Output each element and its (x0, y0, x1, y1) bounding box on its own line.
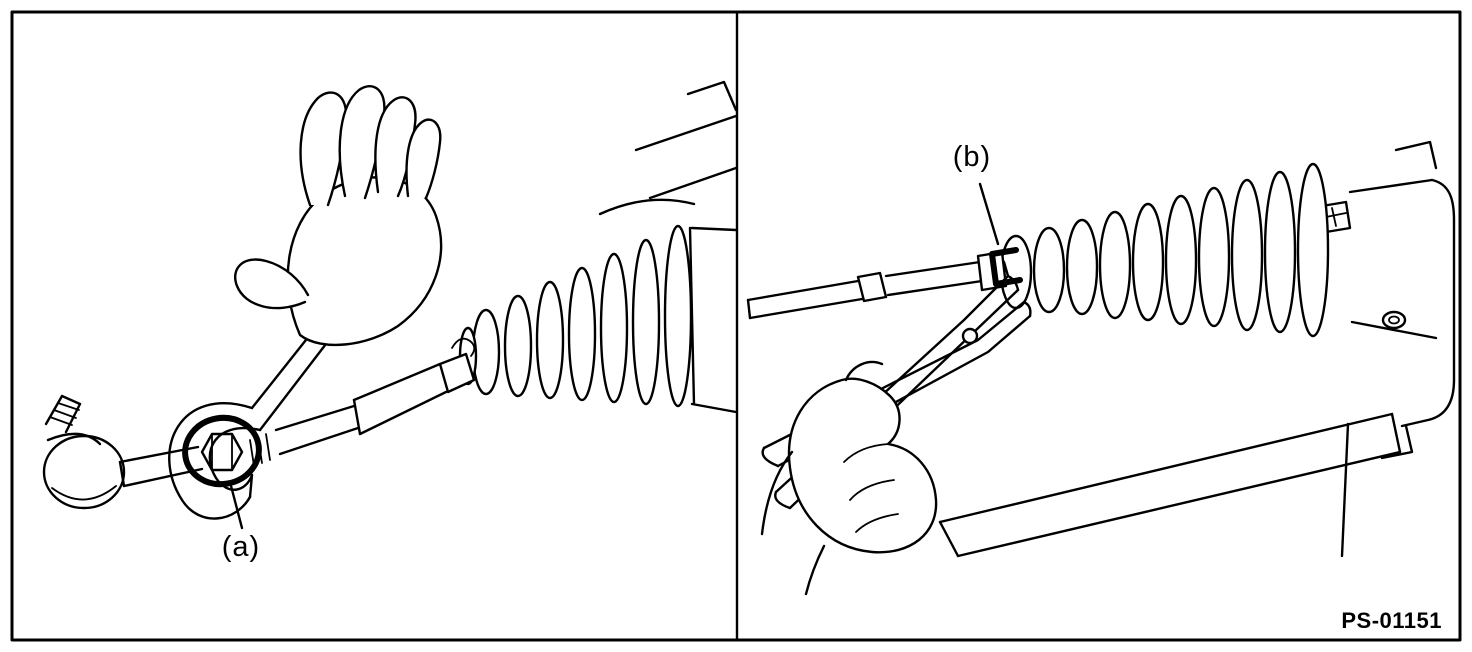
callout-a-label: (a) (221, 531, 261, 563)
clip-highlight-mark (989, 247, 1023, 287)
gear-housing-bracket (1320, 140, 1456, 460)
tie-rod-shaft (746, 250, 1008, 320)
crossmember-lines (938, 412, 1402, 558)
figure-code: PS-01151 (1341, 608, 1442, 633)
boot-clip-pliers-drawing (746, 140, 1456, 596)
tie-rod-end (42, 394, 204, 510)
locknut-highlight-circle (182, 414, 262, 488)
callout-a-leader (228, 480, 244, 530)
hand-on-pliers (760, 360, 938, 596)
rack-boot-bellows (458, 224, 693, 408)
inner-tie-rod (274, 337, 476, 456)
rack-boot-bellows-right (999, 162, 1330, 338)
callout-b-label: (b) (952, 141, 992, 173)
hand-on-wrench (234, 84, 443, 347)
tie-rod-locknut-drawing (42, 80, 738, 530)
callout-b-leader (978, 182, 1000, 246)
